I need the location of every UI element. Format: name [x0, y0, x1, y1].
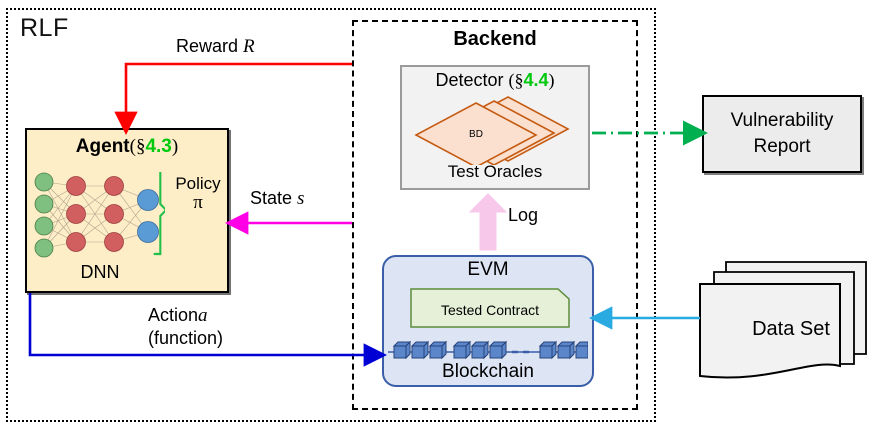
data-set-label: Data Set: [752, 318, 830, 340]
policy-pi-symbol: π: [193, 192, 203, 213]
bd-diamond-label: BD: [469, 129, 483, 140]
agent-title-close: ): [171, 136, 179, 157]
vuln-line-1: Vulnerability: [730, 110, 834, 131]
data-set-stack-shape: [699, 261, 867, 379]
evm-title: EVM: [467, 259, 509, 280]
backend-boundary: [352, 20, 638, 410]
vulnerability-report-box: [702, 95, 862, 173]
agent-section-number: 4.3: [145, 136, 172, 157]
agent-title-main: Agent: [75, 136, 130, 157]
log-arrow-label: Log: [508, 205, 539, 225]
backend-title: Backend: [453, 28, 537, 50]
action-text: Action: [148, 305, 199, 325]
state-symbol: s: [297, 188, 305, 209]
rlf-boundary: [6, 8, 656, 422]
blockchain-label: Blockchain: [442, 361, 534, 382]
vulnerability-report-label: Vulnerability Report: [702, 108, 862, 160]
reward-arrow-label: Reward R: [176, 36, 255, 58]
detector-section-number: 4.4: [523, 70, 549, 90]
policy-text: Policy: [175, 174, 221, 193]
detector-title-main: Detector: [435, 70, 504, 90]
detector-section-symbol: (§: [508, 70, 524, 90]
dnn-network-graphic: [34, 172, 165, 258]
vuln-line-2: Report: [753, 136, 811, 157]
tested-contract-shape: [410, 288, 570, 328]
test-oracles-label: Test Oracles: [447, 162, 543, 181]
test-oracle-diamonds-graphic: BD: [414, 96, 570, 165]
blockchain-blocks-graphic: [388, 340, 588, 360]
state-arrow-label: State s: [250, 188, 304, 210]
action-arrow-label: Actiona (function): [148, 304, 288, 349]
policy-label: Policy π: [168, 174, 228, 212]
action-symbol: a: [198, 305, 208, 326]
state-text: State: [250, 188, 293, 208]
dnn-label: DNN: [80, 262, 120, 282]
tested-contract-label: Tested Contract: [440, 302, 540, 318]
reward-text: Reward: [176, 36, 239, 56]
rlf-label: RLF: [20, 14, 69, 42]
agent-section-symbol: (§: [129, 136, 146, 157]
detector-title-close: ): [548, 70, 555, 90]
reward-symbol: R: [243, 36, 255, 57]
detector-title: Detector (§4.4): [400, 70, 590, 91]
action-subtext: (function): [148, 328, 224, 348]
agent-title: Agent(§4.3): [25, 136, 229, 158]
